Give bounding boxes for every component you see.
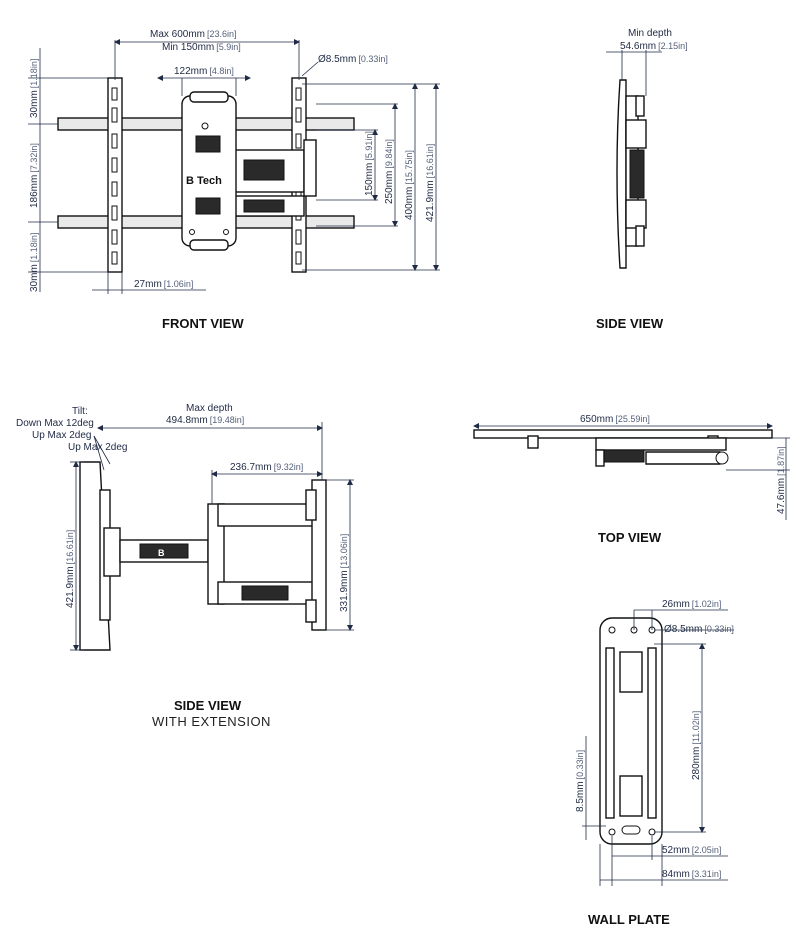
tilt-label: Tilt:: [72, 406, 88, 417]
dim-min-depth: 54.6mm[2.15in]: [620, 41, 688, 52]
side-tv-back: [616, 79, 627, 269]
dim-mid186: 186mm[7.32in]: [29, 143, 40, 208]
dim-max-width: Max 600mm[23.6in]: [150, 29, 237, 40]
dim-max-depth: 494.8mm[19.48in]: [166, 415, 244, 426]
dim-arm: 236.7mm[9.32in]: [230, 462, 303, 473]
dim-wall-280: 280mm[11.02in]: [691, 711, 702, 780]
side-extension-view: B Tilt: Down Max 12deg Up Max 2deg Up Ma…: [16, 403, 354, 729]
wall-plate-outline: [599, 617, 663, 845]
dim-wall-52: 52mm[2.05in]: [662, 845, 721, 856]
dim-hole: Ø8.5mm[0.33in]: [318, 54, 388, 65]
dim-max-depth-label: Max depth: [186, 403, 233, 414]
side-view: Min depth 54.6mm[2.15in] SIDE VIEW: [596, 28, 688, 331]
tilt-up-detail: Up Max 2deg: [68, 442, 127, 453]
brand-logo: B Tech: [186, 175, 222, 187]
tilt-up: Up Max 2deg: [32, 430, 91, 441]
dim-center: 122mm[4.8in]: [174, 66, 234, 77]
dim-top-depth: 47.6mm[1.87in]: [776, 446, 787, 514]
dim-bot30: 30mm[1.18in]: [29, 233, 40, 292]
wall-plate-title: WALL PLATE: [588, 912, 670, 927]
dim-plate-height: 331.9mm[13.06in]: [339, 534, 350, 612]
dim-v250: 250mm[9.84in]: [384, 139, 395, 204]
front-arm-plate: [303, 139, 317, 197]
side-view-title: SIDE VIEW: [596, 316, 664, 331]
top-view-title: TOP VIEW: [598, 530, 662, 545]
top-view: 650mm[25.59in] 47.6mm[1.87in] TOP VIEW: [473, 414, 790, 545]
dim-wall-26: 26mm[1.02in]: [662, 599, 721, 610]
side-ext-title: SIDE VIEW: [174, 698, 242, 713]
dim-wall-slot: 8.5mm[0.33in]: [575, 750, 586, 812]
front-wall-plate: B Tech: [181, 91, 237, 251]
front-left-bracket: [107, 77, 123, 273]
top-tv-bar: [473, 429, 773, 439]
dim-ext-height: 421.9mm[16.61in]: [65, 530, 76, 608]
front-view: B Tech Max 600mm[23.6in] Min 150mm[5.9in…: [28, 29, 440, 331]
side-ext-subtitle: WITH EXTENSION: [152, 714, 271, 729]
ext-elbow: [207, 503, 225, 605]
tilt-down: Down Max 12deg: [16, 418, 94, 429]
dim-top30: 30mm[1.18in]: [29, 59, 40, 118]
dim-wall-84: 84mm[3.31in]: [662, 869, 721, 880]
dim-top-width: 650mm[25.59in]: [580, 414, 650, 425]
front-view-title: FRONT VIEW: [162, 316, 244, 331]
dim-wall-hole: Ø8.5mm[0.33in]: [664, 624, 734, 635]
dim-min-depth-label: Min depth: [628, 28, 672, 39]
dim-v150: 150mm[5.91in]: [364, 131, 375, 196]
dim-min-width: Min 150mm[5.9in]: [162, 42, 241, 53]
dim-v400: 400mm[15.75in]: [404, 150, 415, 220]
wall-plate-view: 26mm[1.02in] Ø8.5mm[0.33in] 280mm[11.02i…: [575, 599, 734, 927]
dim-v421: 421.9mm[16.61in]: [425, 144, 436, 222]
svg-text:B: B: [158, 548, 165, 558]
dim-bottom27: 27mm[1.06in]: [134, 279, 193, 290]
